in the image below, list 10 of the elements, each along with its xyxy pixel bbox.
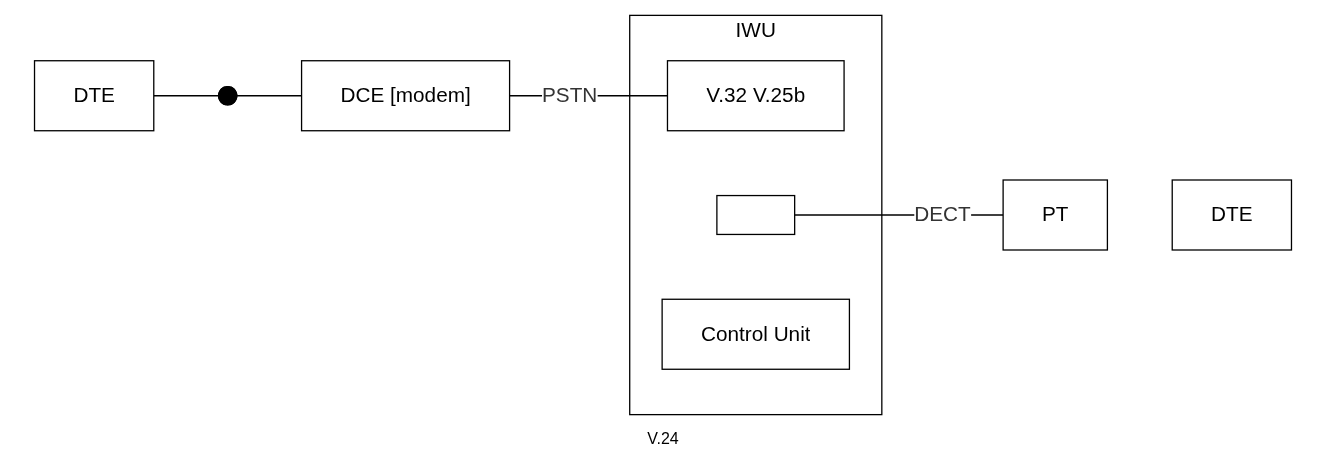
node-box: DTE: [33, 60, 155, 132]
node-box: DTE: [1171, 179, 1293, 251]
node-box: Control Unit: [661, 298, 851, 370]
node-box: PT: [1002, 179, 1109, 251]
node-box: V.32 V.25b: [666, 60, 845, 132]
edge-label: DECT: [914, 203, 971, 226]
node-box: DCE [modem]: [300, 60, 511, 132]
edge-label: PSTN: [542, 84, 598, 107]
node-box: [716, 194, 796, 236]
interface-label: V.24: [647, 430, 679, 449]
